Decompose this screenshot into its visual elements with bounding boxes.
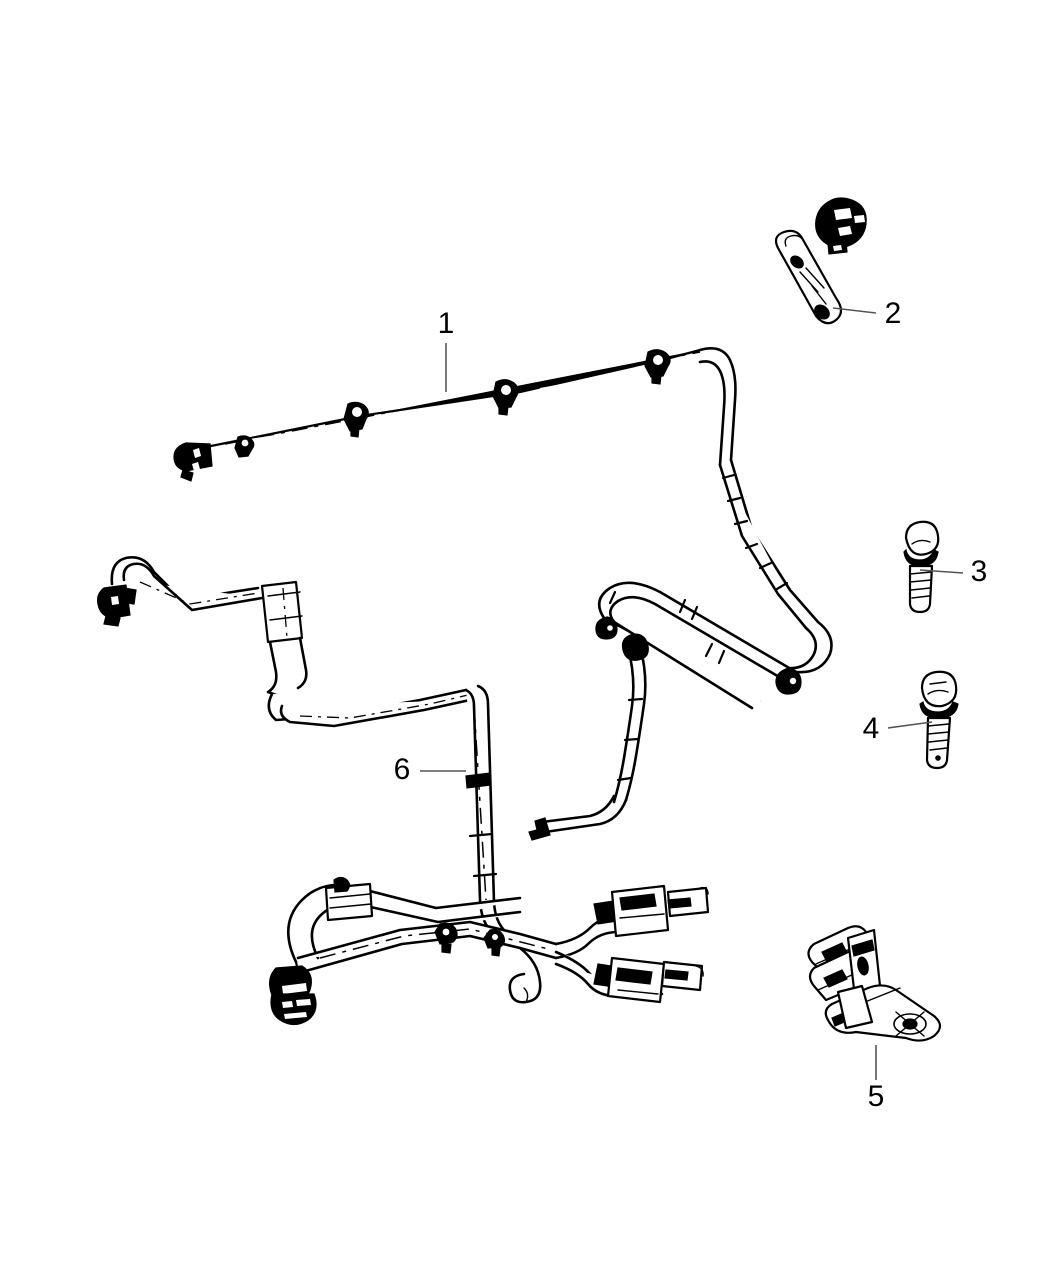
lr-tube-inner [612,646,635,804]
leader-3 [919,569,964,574]
right-bottom-curve-inner [784,626,818,670]
u-loop-joints [608,590,726,665]
right-descend-outer [729,458,820,624]
vertical-fuel-tube-part-6 [464,684,508,934]
lr-tube-joints [616,697,644,782]
callout-label-3: 3 [971,555,988,588]
lower-diag-center [319,928,553,959]
upper-line-hatch [224,351,701,445]
callout-label-4: 4 [863,712,880,745]
bolt4-threads [927,723,950,751]
lr-tube-top-clip [621,633,649,661]
callout-leaders [420,307,964,1080]
upper-line-body [204,348,702,449]
bracket-strap-part-2 [774,229,843,325]
bolt3-head [904,520,940,556]
left-line-collar [260,580,304,644]
clip5-column [836,984,874,1030]
bolt4-shank [925,716,952,770]
mid-run-center [299,694,469,719]
leader-4 [887,721,933,729]
bolt3-threads [909,571,932,599]
lower-left-quick-connect [269,965,317,1026]
left-fuel-line [97,556,472,728]
lr-tube-hook-inner [540,794,616,824]
manifold-branch-upper-inner [554,928,662,960]
clip-bracket-part-5 [807,925,942,1042]
upper-clip-part-2 [815,197,867,255]
right-descend-joints [721,473,789,591]
upper-line-clip-a [343,401,369,438]
u-loop-inner [609,595,788,710]
lower-right-descending-tube [528,633,649,841]
callout-label-6: 6 [394,753,411,786]
mid-run-lower [279,698,472,728]
callout-label-1: 1 [438,307,455,340]
part6-joint-band [465,772,492,789]
bracket-strap-body [774,229,843,325]
hex-head-bolt-part-3 [903,520,940,614]
upper-line-right-bend-inner [698,360,726,467]
hex-flange-bolt-part-4 [919,670,959,770]
bolt4-head [920,670,958,708]
leader-2 [832,307,877,314]
left-line-connector [97,584,137,627]
upper-line-hatch2 [249,365,661,441]
part6-left-edge [464,688,492,932]
u-loop-right-clip [775,667,802,695]
lower-clip-a [434,922,458,954]
lr-tube-hook-end [528,817,551,841]
upper-line-clip-b [492,379,519,416]
upper-line-end-fitting [173,442,213,482]
callout-label-2: 2 [885,297,902,330]
lower-arc-nub [333,876,351,893]
lower-arc-collar [324,882,374,922]
right-descend-inner [718,463,808,630]
callout-label-5: 5 [868,1080,885,1113]
lower-clip-b [483,928,506,957]
lr-tube-outer [624,644,647,802]
part6-center [473,705,487,901]
left-line-descend-b [296,636,308,690]
left-line-center [139,581,259,605]
upper-line-clip-c [644,349,671,385]
part6-joints [468,832,498,878]
dual-connector-block [606,884,710,1004]
u-loop-left-clip [595,616,618,640]
left-line-descend-a [266,640,308,708]
lower-u-loop [595,581,802,710]
upper-fuel-line-part-1 [173,347,833,674]
part6-right-edge [476,684,508,934]
lower-manifold-assembly [269,876,710,1026]
upper-line-clip-d [234,435,255,458]
callout-numbers: 1 2 3 4 5 6 [394,297,988,1113]
